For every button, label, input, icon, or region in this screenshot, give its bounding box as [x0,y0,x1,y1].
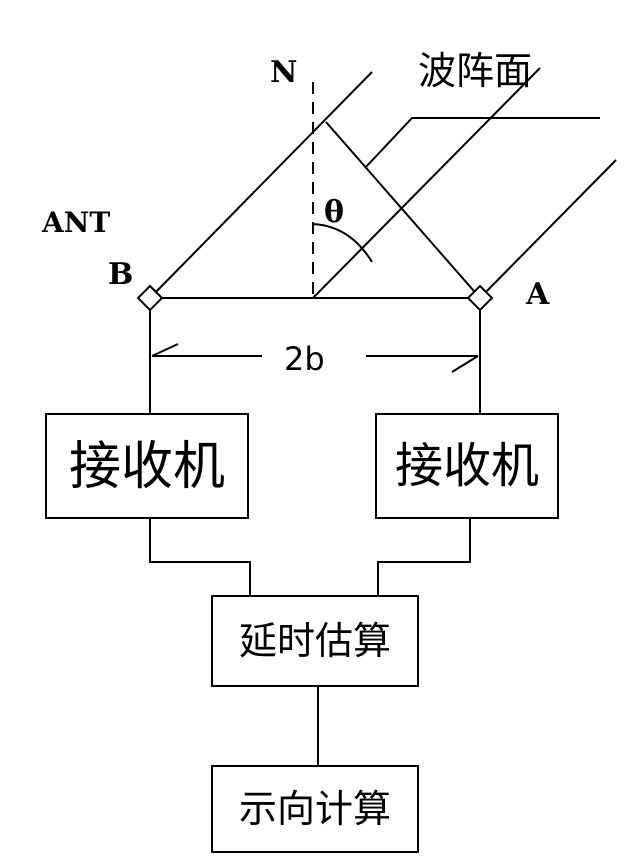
wavefront-line-a [479,159,617,299]
antenna-label: ANT [41,206,110,239]
antenna-b-label: B [108,257,133,292]
connector-right-receiver-to-delay [377,518,471,596]
direction-calculation-box [211,765,419,853]
wavefront-pointer-line [364,117,600,169]
north-label: N [270,55,297,90]
angle-arc [312,223,373,263]
wavefront-label: 波阵面 [418,49,532,93]
antenna-a-label: A [525,277,550,312]
connector-left-receiver-to-delay [149,518,251,596]
receiver-right-label: 接收机 [395,438,539,494]
dimension-arrow-left [151,343,179,357]
receiver-left-label: 接收机 [69,437,225,497]
path-difference-line [325,121,481,299]
delay-estimation-label: 延时估算 [239,619,391,663]
angle-label: θ [324,195,344,230]
wavefront-line-b [149,71,373,299]
baseline-label: 2b [284,340,325,378]
delay-estimation-box [211,595,419,687]
receiver-right-box [375,413,559,519]
receiver-left-box [45,413,249,519]
dimension-arrow-right [451,355,479,373]
direction-calculation-label: 示向计算 [239,787,391,831]
wavefront-line-mid [312,67,541,299]
